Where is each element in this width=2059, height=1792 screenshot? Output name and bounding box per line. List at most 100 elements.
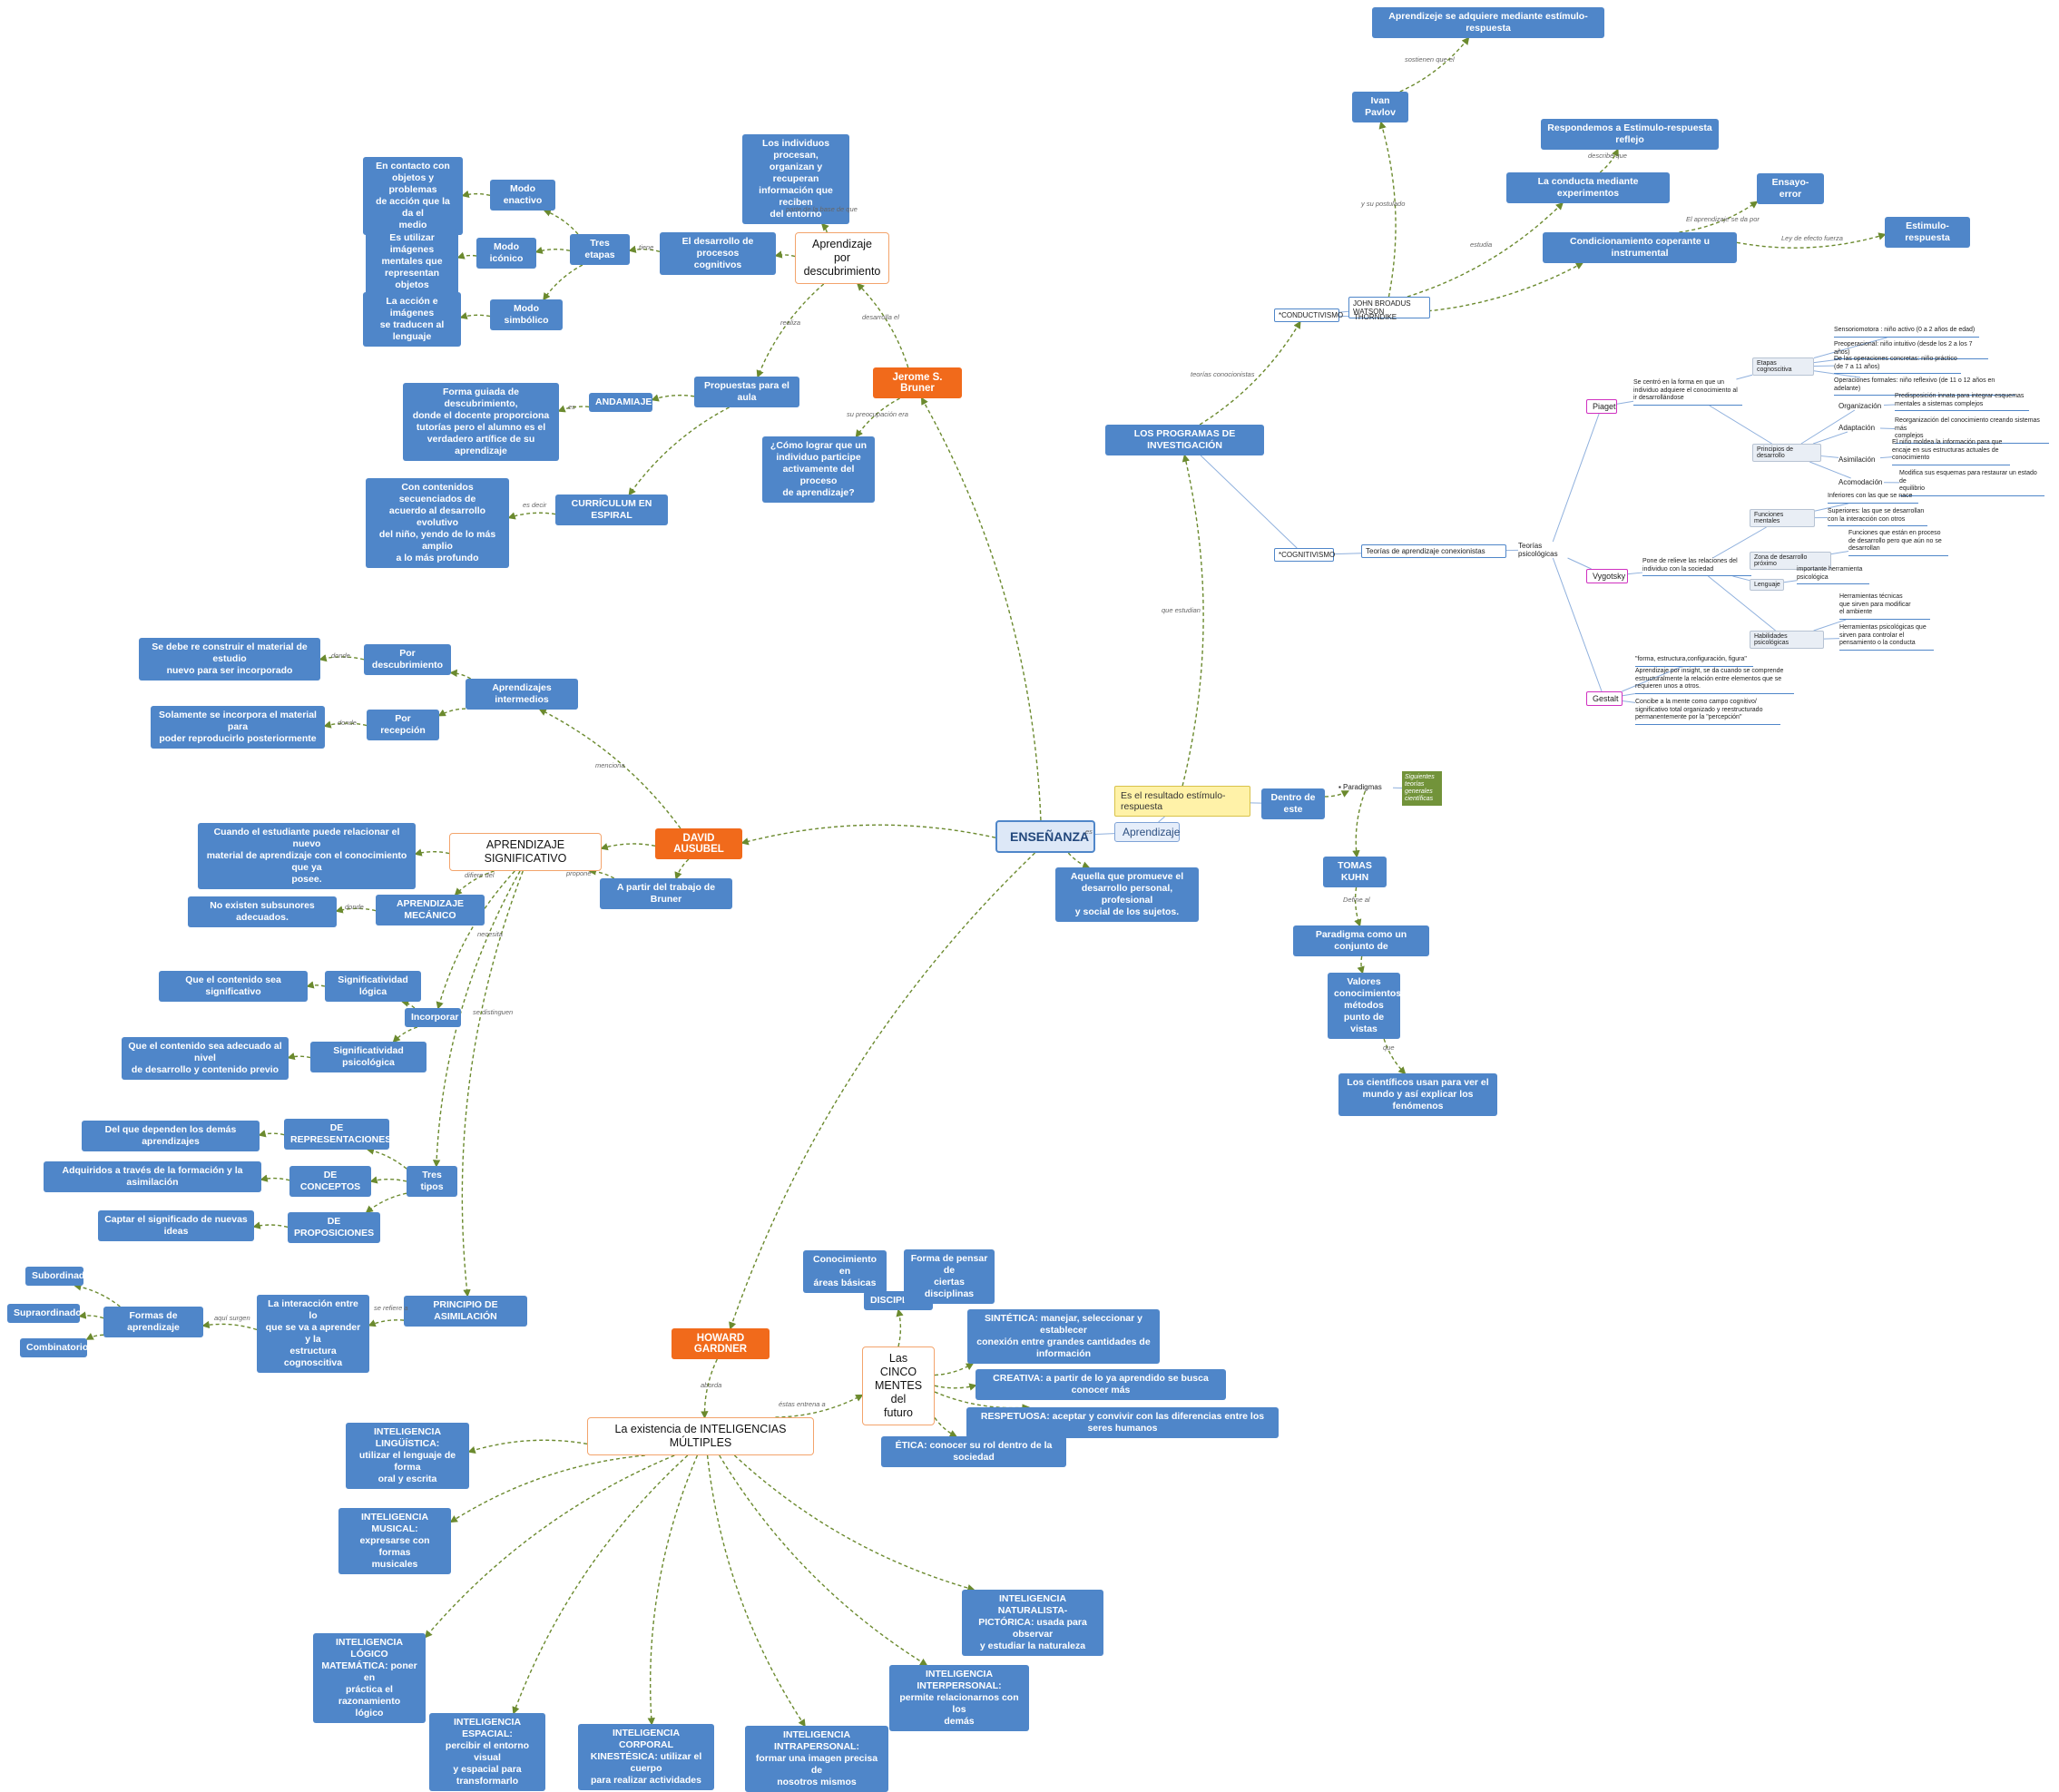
node-g3[interactable]: Concibe a la mente como campo cognitivo/… bbox=[1635, 699, 1780, 725]
node-aquella[interactable]: Aquella que promueve el desarrollo perso… bbox=[1055, 867, 1199, 922]
node-musical[interactable]: INTELIGENCIA MUSICAL: expresarse con for… bbox=[338, 1508, 451, 1574]
node-enactivo[interactable]: Modo enactivo bbox=[490, 180, 555, 211]
node-thorndike[interactable]: THORNDIKE bbox=[1354, 313, 1408, 321]
node-cientificos[interactable]: Los científicos usan para ver el mundo y… bbox=[1338, 1073, 1497, 1116]
node-por-desc[interactable]: Por descubrimiento bbox=[364, 644, 451, 675]
node-iconico[interactable]: Modo icónico bbox=[476, 238, 536, 269]
node-ensenanza[interactable]: ENSEÑANZA bbox=[995, 820, 1095, 853]
node-como-lograr[interactable]: ¿Cómo lograr que un individuo participe … bbox=[762, 436, 875, 503]
node-interaccion[interactable]: La interacción entre lo que se va a apre… bbox=[257, 1295, 369, 1373]
node-intrapersonal[interactable]: INTELIGENCIA INTRAPERSONAL: formar una i… bbox=[745, 1726, 888, 1792]
node-programas[interactable]: LOS PROGRAMAS DE INVESTIGACIÓN bbox=[1105, 425, 1264, 455]
node-paradigma[interactable]: Paradigma como un conjunto de bbox=[1293, 925, 1429, 956]
node-descubrimiento[interactable]: Aprendizaje por descubrimiento bbox=[795, 232, 889, 284]
node-g1[interactable]: "forma, estructura,configuración, figura… bbox=[1635, 656, 1753, 667]
node-forma-guiada[interactable]: Forma guiada de descubrimiento, donde el… bbox=[403, 383, 559, 461]
node-siguientes[interactable]: Siguientes teorías generales científicas bbox=[1402, 771, 1442, 806]
node-creativa[interactable]: CREATIVA: a partir de lo ya aprendido se… bbox=[976, 1369, 1226, 1400]
node-propuestas[interactable]: Propuestas para el aula bbox=[694, 377, 799, 407]
node-contenidos[interactable]: Con contenidos secuenciados de acuerdo a… bbox=[366, 478, 509, 568]
node-func-ment[interactable]: Funciones mentales bbox=[1750, 509, 1815, 527]
node-espacial[interactable]: INTELIGENCIA ESPACIAL: percibir el entor… bbox=[429, 1713, 545, 1791]
node-forma-pensar[interactable]: Forma de pensar de ciertas disciplinas bbox=[904, 1249, 995, 1304]
node-cuando[interactable]: Cuando el estudiante puede relacionar el… bbox=[198, 823, 416, 889]
node-respondemos[interactable]: Respondemos a Estimulo-respuesta reflejo bbox=[1541, 119, 1719, 150]
node-e1[interactable]: Sensoriomotora : niño activo (0 a 2 años… bbox=[1834, 327, 1979, 338]
node-kuhn[interactable]: TOMAS KUHN bbox=[1323, 857, 1387, 887]
node-p3[interactable]: Asimilación bbox=[1838, 455, 1880, 464]
node-desarrollo-proc[interactable]: El desarrollo de procesos cognitivos bbox=[660, 232, 776, 275]
node-incorporar[interactable]: Incorporar bbox=[405, 1008, 461, 1027]
node-en-contacto[interactable]: En contacto con objetos y problemas de a… bbox=[363, 157, 463, 235]
node-supraordinado[interactable]: Supraordinado bbox=[7, 1304, 80, 1323]
node-subordinado[interactable]: Subordinado bbox=[25, 1267, 83, 1286]
node-g2[interactable]: Aprendizaje por insight, se da cuando se… bbox=[1635, 668, 1794, 694]
node-condicionamiento[interactable]: Condicionamiento coperante u instrumenta… bbox=[1543, 232, 1737, 263]
node-p3d[interactable]: El niño moldea la información para que e… bbox=[1892, 439, 2010, 465]
node-p2[interactable]: Adaptación bbox=[1838, 424, 1880, 432]
node-p1d[interactable]: Predisposición innata para integrar esqu… bbox=[1895, 393, 2029, 411]
node-representaciones[interactable]: DE REPRESENTACIONES bbox=[284, 1119, 389, 1150]
node-andamiaje[interactable]: ANDAMIAJE bbox=[589, 393, 652, 412]
node-accion-img[interactable]: La acción e imágenes se traducen al leng… bbox=[363, 292, 461, 347]
node-fm2[interactable]: Superiores: las que se desarrollan con l… bbox=[1828, 508, 1927, 526]
node-tres-etapas[interactable]: Tres etapas bbox=[570, 234, 630, 265]
node-solamente[interactable]: Solamente se incorpora el material para … bbox=[151, 706, 325, 749]
node-sig-psico[interactable]: Significatividad psicológica bbox=[310, 1042, 427, 1072]
node-conexionistas[interactable]: Teorías de aprendizaje conexionistas bbox=[1361, 544, 1506, 558]
node-fm1[interactable]: Inferiores con las que se nace bbox=[1828, 493, 1918, 504]
node-multiples[interactable]: La existencia de INTELIGENCIAS MÚLTIPLES bbox=[587, 1417, 814, 1455]
node-lenguaje-d[interactable]: importante herramienta psicológica bbox=[1797, 566, 1869, 584]
node-gardner[interactable]: HOWARD GARDNER bbox=[672, 1328, 770, 1359]
node-naturalista[interactable]: INTELIGENCIA NATURALISTA- PICTÓRICA: usa… bbox=[962, 1590, 1103, 1656]
node-conceptos[interactable]: DE CONCEPTOS bbox=[289, 1166, 371, 1197]
node-valores[interactable]: Valores conocimientos métodos punto de v… bbox=[1328, 973, 1400, 1039]
node-p4d[interactable]: Modifica sus esquemas para restaurar un … bbox=[1899, 470, 2044, 496]
node-piaget[interactable]: Piaget bbox=[1586, 399, 1617, 414]
node-zona-d[interactable]: Funciones que están en proceso de desarr… bbox=[1848, 530, 1948, 556]
node-curriculum[interactable]: CURRÍCULUM EN ESPIRAL bbox=[555, 495, 668, 525]
node-captar[interactable]: Captar el significado de nuevas ideas bbox=[98, 1210, 254, 1241]
node-no-existen[interactable]: No existen subsunores adecuados. bbox=[188, 896, 337, 927]
node-pavlov[interactable]: Ivan Pavlov bbox=[1352, 92, 1408, 122]
node-gestalt[interactable]: Gestalt bbox=[1586, 691, 1623, 706]
node-etapas-cog[interactable]: Etapas cognoscitiva bbox=[1752, 357, 1814, 376]
node-aprendizaje[interactable]: Aprendizaje bbox=[1114, 822, 1180, 842]
node-p1[interactable]: Organización bbox=[1838, 402, 1884, 410]
node-proposiciones[interactable]: DE PROPOSICIONES bbox=[288, 1212, 380, 1243]
node-tres-tipos[interactable]: Tres tipos bbox=[407, 1166, 457, 1197]
node-intermedios[interactable]: Aprendizajes intermedios bbox=[466, 679, 578, 710]
node-teorias-psico[interactable]: Teorías psicológicas bbox=[1518, 542, 1582, 558]
node-corporal[interactable]: INTELIGENCIA CORPORAL KINESTÉSICA: utili… bbox=[578, 1724, 714, 1790]
node-adquiridos[interactable]: Adquiridos a través de la formación y la… bbox=[44, 1161, 261, 1192]
node-paradigmas[interactable]: ▪ Paradigmas bbox=[1338, 783, 1393, 791]
node-se-debe[interactable]: Se debe re construir el material de estu… bbox=[139, 638, 320, 681]
node-a-partir[interactable]: A partir del trabajo de Bruner bbox=[600, 878, 732, 909]
node-vygotsky[interactable]: Vygotsky bbox=[1586, 569, 1628, 583]
node-formas[interactable]: Formas de aprendizaje bbox=[103, 1307, 203, 1337]
node-lenguaje[interactable]: Lenguaje bbox=[1750, 579, 1784, 591]
node-h1[interactable]: Herramientas técnicas que sirven para mo… bbox=[1839, 593, 1930, 620]
node-vyg-desc[interactable]: Pone de relieve las relaciones del indiv… bbox=[1642, 558, 1751, 576]
node-dependen[interactable]: Del que dependen los demás aprendizajes bbox=[82, 1121, 260, 1151]
node-etica[interactable]: ÉTICA: conocer su rol dentro de la socie… bbox=[881, 1436, 1066, 1467]
node-cognitivismo[interactable]: *COGNITIVISMO bbox=[1274, 548, 1334, 562]
node-simbolico[interactable]: Modo simbólico bbox=[490, 299, 563, 330]
node-sintetica[interactable]: SINTÉTICA: manejar, seleccionar y establ… bbox=[967, 1309, 1160, 1364]
node-p4[interactable]: Acomodación bbox=[1838, 478, 1884, 486]
node-ausubel[interactable]: DAVID AUSUBEL bbox=[655, 828, 742, 859]
node-piaget-desc[interactable]: Se centró en la forma en que un individu… bbox=[1633, 379, 1742, 406]
node-respetuosa[interactable]: RESPETUOSA: aceptar y convivir con las d… bbox=[966, 1407, 1279, 1438]
node-mecanico[interactable]: APRENDIZAJE MECÁNICO bbox=[376, 895, 485, 925]
node-principios[interactable]: Principios de desarrollo bbox=[1752, 444, 1821, 462]
node-por-recep[interactable]: Por recepción bbox=[367, 710, 439, 740]
node-combinatorio[interactable]: Combinatorio bbox=[20, 1338, 87, 1357]
node-estimulo[interactable]: Estimulo-respuesta bbox=[1885, 217, 1970, 248]
node-resultado[interactable]: Es el resultado estímulo- respuesta bbox=[1114, 786, 1250, 817]
node-conductivismo[interactable]: *CONDUCTIVISMO bbox=[1274, 308, 1339, 322]
node-h2[interactable]: Herramientas psicológicas que sirven par… bbox=[1839, 624, 1934, 651]
node-interpersonal[interactable]: INTELIGENCIA INTERPERSONAL: permite rela… bbox=[889, 1665, 1029, 1731]
node-dentro[interactable]: Dentro de este bbox=[1261, 788, 1325, 819]
node-asimilacion[interactable]: PRINCIPIO DE ASIMILACIÓN bbox=[404, 1296, 527, 1327]
node-e3[interactable]: De las operaciones concretas: niño práct… bbox=[1834, 356, 1961, 374]
